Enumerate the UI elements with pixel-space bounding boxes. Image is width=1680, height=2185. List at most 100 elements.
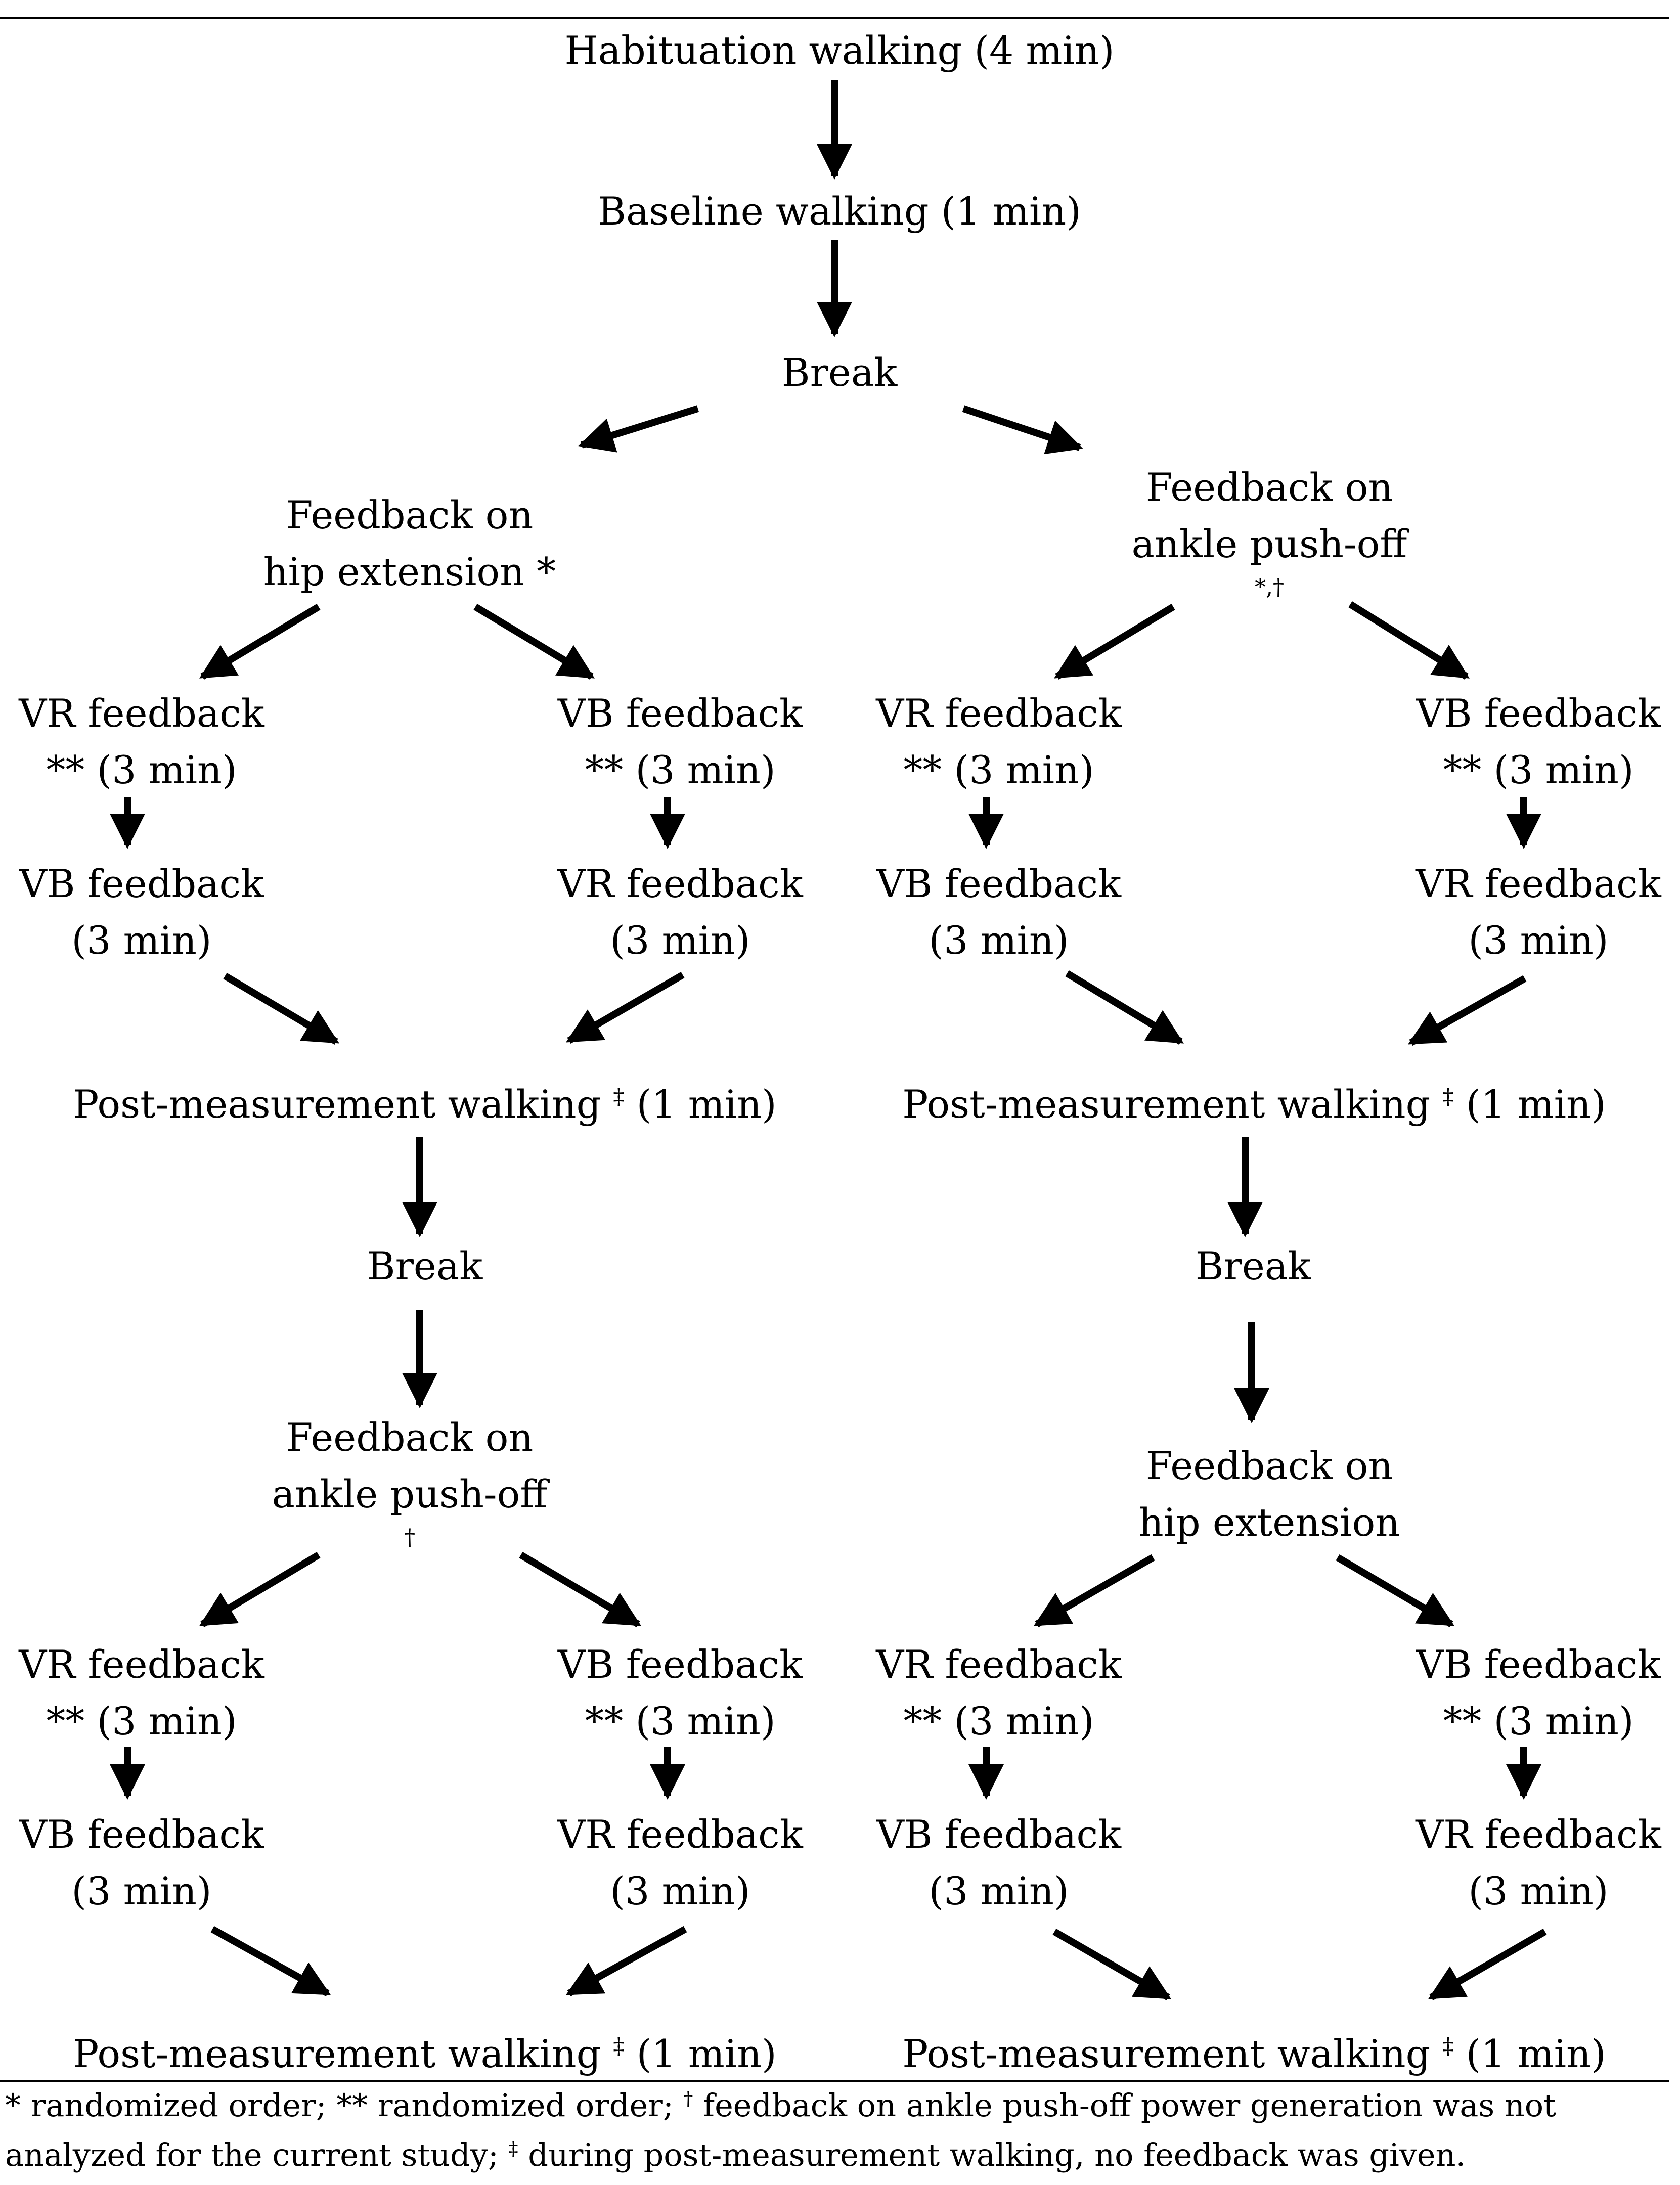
right-b-vr-line1: VR feedback <box>1416 861 1661 906</box>
footnote-part3: during post-measurement walking, no feed… <box>518 2136 1466 2173</box>
left-c-vb-line2: (3 min) <box>71 1868 212 1913</box>
left-ankle-line2: ankle push-off <box>272 1471 548 1517</box>
right-b-vr-line2: (3 min) <box>1468 918 1609 963</box>
left-c-vb-line1: VB feedback <box>19 1812 264 1857</box>
right-ankle-line1: Feedback on <box>1145 465 1393 510</box>
right-ankle-pushoff-node: Feedback on ankle push-off *,† <box>1067 459 1472 603</box>
arrow-right-a-to-post1 <box>1065 970 1184 1045</box>
right-d-vb-line1: VB feedback <box>1416 1642 1661 1687</box>
right-break-node: Break <box>1195 1243 1311 1288</box>
right-d-vr-line2: (3 min) <box>1468 1868 1609 1913</box>
right-hip-line2: hip extension <box>1138 1500 1400 1545</box>
right-d-vb-line2: ** (3 min) <box>1443 1699 1634 1744</box>
left-b-vr-line1: VR feedback <box>557 861 803 906</box>
arrow-left-hip-to-b <box>473 603 595 680</box>
habituation-walking-node: Habituation walking (4 min) <box>564 28 1115 73</box>
left-d-vr-line2: (3 min) <box>610 1868 750 1913</box>
left-post-measurement-2-node: Post-measurement walking ‡ (1 min) <box>30 2026 819 2082</box>
right-ankle-mark: *,† <box>1255 574 1284 600</box>
right-post2-mark: ‡ <box>1442 2033 1454 2060</box>
left-d-vb-line2: ** (3 min) <box>585 1699 776 1744</box>
right-d-vr-feedback-node: VR feedback (3 min) <box>1397 1806 1680 1920</box>
right-c-vb-feedback-node: VB feedback (3 min) <box>857 1806 1140 1920</box>
right-a-vb-feedback-node: VB feedback (3 min) <box>857 856 1140 969</box>
right-hip-line1: Feedback on <box>1145 1443 1393 1488</box>
left-a-vb-line2: (3 min) <box>71 918 212 963</box>
left-d-vr-line1: VR feedback <box>557 1812 803 1857</box>
arrow-left-ankle-to-c <box>199 1551 321 1628</box>
right-c-vr-feedback-node: VR feedback ** (3 min) <box>857 1636 1140 1750</box>
left-a-vb-feedback-node: VB feedback (3 min) <box>0 856 283 969</box>
right-d-vb-feedback-node: VB feedback ** (3 min) <box>1397 1636 1680 1750</box>
arrow-right-b-to-post1 <box>1407 975 1527 1046</box>
left-hip-line1: Feedback on <box>286 493 534 538</box>
left-d-vr-feedback-node: VR feedback (3 min) <box>539 1806 822 1920</box>
arrow-right-d-to-post2 <box>1428 1928 1547 2001</box>
baseline-walking-node: Baseline walking (1 min) <box>598 189 1081 234</box>
right-ankle-line2: ankle push-off <box>1131 521 1407 566</box>
left-c-vr-line1: VR feedback <box>19 1642 264 1687</box>
right-a-vr-feedback-node: VR feedback ** (3 min) <box>857 685 1140 798</box>
arrow-left-ankle-to-d <box>519 1551 642 1628</box>
left-d-vb-line1: VB feedback <box>557 1642 803 1687</box>
right-a-vb-line1: VB feedback <box>876 861 1122 906</box>
arrow-right-ankle-to-b <box>1348 601 1470 680</box>
left-c-vb-feedback-node: VB feedback (3 min) <box>0 1806 283 1920</box>
right-c-vb-line1: VB feedback <box>876 1812 1122 1857</box>
footnote-dagger: † <box>683 2087 693 2110</box>
arrow-left-c-to-post2 <box>210 1926 331 1997</box>
left-post1-time: (1 min) <box>636 1082 777 1127</box>
right-post2-time: (1 min) <box>1466 2031 1606 2076</box>
left-d-vb-feedback-node: VB feedback ** (3 min) <box>539 1636 822 1750</box>
footnote-part2: feedback on ankle push-off power generat… <box>5 2087 1557 2173</box>
left-post2-mark: ‡ <box>613 2033 625 2060</box>
right-post1-mark: ‡ <box>1442 1084 1454 1110</box>
left-b-vb-line2: ** (3 min) <box>585 747 776 792</box>
left-break-node: Break <box>367 1243 483 1288</box>
arrow-right-ankle-to-a <box>1053 603 1175 680</box>
right-post-measurement-2-node: Post-measurement walking ‡ (1 min) <box>860 2026 1649 2082</box>
right-post1-time: (1 min) <box>1466 1082 1606 1127</box>
arrow-right-c-to-post2 <box>1052 1928 1172 2001</box>
left-post1-mark: ‡ <box>613 1084 625 1110</box>
footnote: * randomized order; ** randomized order;… <box>5 2081 1674 2180</box>
left-post-measurement-1-node: Post-measurement walking ‡ (1 min) <box>30 1076 819 1133</box>
right-post-measurement-1-node: Post-measurement walking ‡ (1 min) <box>860 1076 1649 1133</box>
right-b-vb-line1: VB feedback <box>1416 691 1661 736</box>
right-a-vb-line2: (3 min) <box>929 918 1069 963</box>
arrow-left-hip-to-a <box>199 603 321 680</box>
footnote-double-dagger: ‡ <box>508 2137 518 2160</box>
arrow-right-hip-to-d <box>1336 1554 1455 1628</box>
left-ankle-line1: Feedback on <box>286 1415 534 1460</box>
left-ankle-pushoff-node: Feedback on ankle push-off † <box>207 1409 612 1553</box>
right-post2-text: Post-measurement walking <box>902 2031 1431 2076</box>
bottom-rule <box>0 2080 1669 2082</box>
right-c-vr-line1: VR feedback <box>876 1642 1122 1687</box>
left-a-vr-line2: ** (3 min) <box>46 747 237 792</box>
left-a-vr-feedback-node: VR feedback ** (3 min) <box>0 685 283 798</box>
arrow-left-b-to-post1 <box>565 971 685 1044</box>
right-a-vr-line2: ** (3 min) <box>903 747 1094 792</box>
right-b-vr-feedback-node: VR feedback (3 min) <box>1397 856 1680 969</box>
left-post2-text: Post-measurement walking <box>73 2031 601 2076</box>
left-c-vr-feedback-node: VR feedback ** (3 min) <box>0 1636 283 1750</box>
right-post1-text: Post-measurement walking <box>902 1082 1431 1127</box>
left-a-vb-line1: VB feedback <box>19 861 264 906</box>
arrow-left-d-to-post2 <box>565 1926 687 1997</box>
left-b-vr-line2: (3 min) <box>610 918 750 963</box>
top-rule <box>0 17 1669 19</box>
left-ankle-mark: † <box>404 1525 415 1550</box>
right-hip-extension-node: Feedback on hip extension <box>1067 1438 1472 1551</box>
arrow-left-a-to-post1 <box>223 972 340 1045</box>
arrow-right-hip-to-c <box>1033 1554 1155 1628</box>
break-node: Break <box>781 350 898 395</box>
right-c-vr-line2: ** (3 min) <box>903 1699 1094 1744</box>
right-d-vr-line1: VR feedback <box>1416 1812 1661 1857</box>
arrow-break-to-left-hip <box>578 405 699 453</box>
left-hip-extension-node: Feedback on hip extension * <box>207 487 612 600</box>
left-post1-text: Post-measurement walking <box>73 1082 601 1127</box>
left-b-vr-feedback-node: VR feedback (3 min) <box>539 856 822 969</box>
footnote-part1: * randomized order; ** randomized order; <box>5 2087 684 2124</box>
